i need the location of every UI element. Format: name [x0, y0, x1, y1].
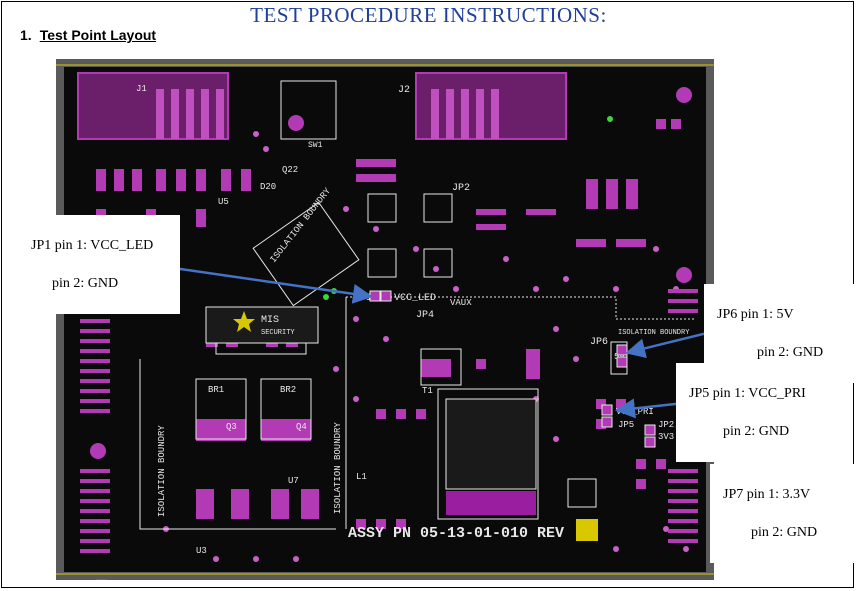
section-number: 1. — [20, 27, 32, 43]
callout-jp7: JP7 pin 1: 3.3V pin 2: GND — [710, 464, 857, 563]
callout-jp1-line1: JP1 pin 1: VCC_LED — [31, 238, 154, 253]
label-br1: BR1 — [208, 385, 224, 395]
label-vcc-pri: VCC_PRI — [616, 407, 654, 417]
label-vcc-led: VCC_LED — [394, 293, 436, 304]
label-isolation-mid: ISOLATION BOUNDRY — [333, 422, 343, 514]
assembly-part-number: ASSY PN 05-13-01-010 REV — [348, 525, 564, 542]
label-jp5: JP5 — [618, 420, 634, 430]
label-u5: U5 — [218, 197, 229, 207]
label-isolation-right: ISOLATION BOUNDRY — [618, 329, 690, 337]
callout-jp5-line2: pin 2: GND — [723, 424, 790, 439]
label-3v3: 3V3 — [658, 432, 674, 442]
label-jp4: JP4 — [416, 310, 434, 321]
section-heading: 1. Test Point Layout — [20, 27, 156, 43]
callout-jp1: JP1 pin 1: VCC_LED pin 2: GND — [18, 215, 180, 314]
pcb-layout-image: J1 J2 SW1 — [56, 59, 714, 580]
label-j2: J2 — [398, 85, 410, 96]
label-q22: Q22 — [282, 165, 298, 175]
callout-jp5: JP5 pin 1: VCC_PRI pin 2: GND — [676, 363, 848, 462]
pad-field — [96, 119, 681, 580]
label-jp6: JP6 — [590, 337, 608, 348]
callout-jp6-line1: JP6 pin 1: 5V — [717, 307, 794, 322]
label-u7: U7 — [288, 476, 299, 486]
label-isolation-left: ISOLATION BOUNDRY — [157, 425, 167, 517]
label-br2: BR2 — [280, 385, 296, 395]
label-jp1: JP1 — [354, 293, 372, 304]
label-d20: D20 — [260, 182, 276, 192]
label-q4: Q4 — [296, 422, 307, 432]
label-q3: Q3 — [226, 422, 237, 432]
label-j1: J1 — [136, 84, 147, 94]
callout-jp6-line2: pin 2: GND — [757, 345, 824, 360]
logo-text-security: SECURITY — [261, 329, 295, 337]
callout-jp1-line2: pin 2: GND — [52, 276, 119, 291]
logo-text-mis: MIS — [261, 315, 279, 326]
page-title: TEST PROCEDURE INSTRUCTIONS: — [250, 3, 607, 27]
label-jp2-top: JP2 — [452, 183, 470, 194]
label-t1: T1 — [422, 386, 433, 396]
label-vaux: VAUX — [450, 298, 472, 308]
label-u3: U3 — [196, 546, 207, 556]
label-jp2: JP2 — [658, 420, 674, 430]
label-l1: L1 — [356, 472, 367, 482]
callout-jp7-line1: JP7 pin 1: 3.3V — [723, 487, 811, 502]
label-sw1: SW1 — [308, 141, 323, 150]
callout-jp7-line2: pin 2: GND — [751, 525, 818, 540]
section-title: Test Point Layout — [39, 27, 157, 43]
callout-jp5-line1: JP5 pin 1: VCC_PRI — [689, 386, 806, 401]
mis-security-logo: MIS SECURITY — [205, 306, 319, 344]
